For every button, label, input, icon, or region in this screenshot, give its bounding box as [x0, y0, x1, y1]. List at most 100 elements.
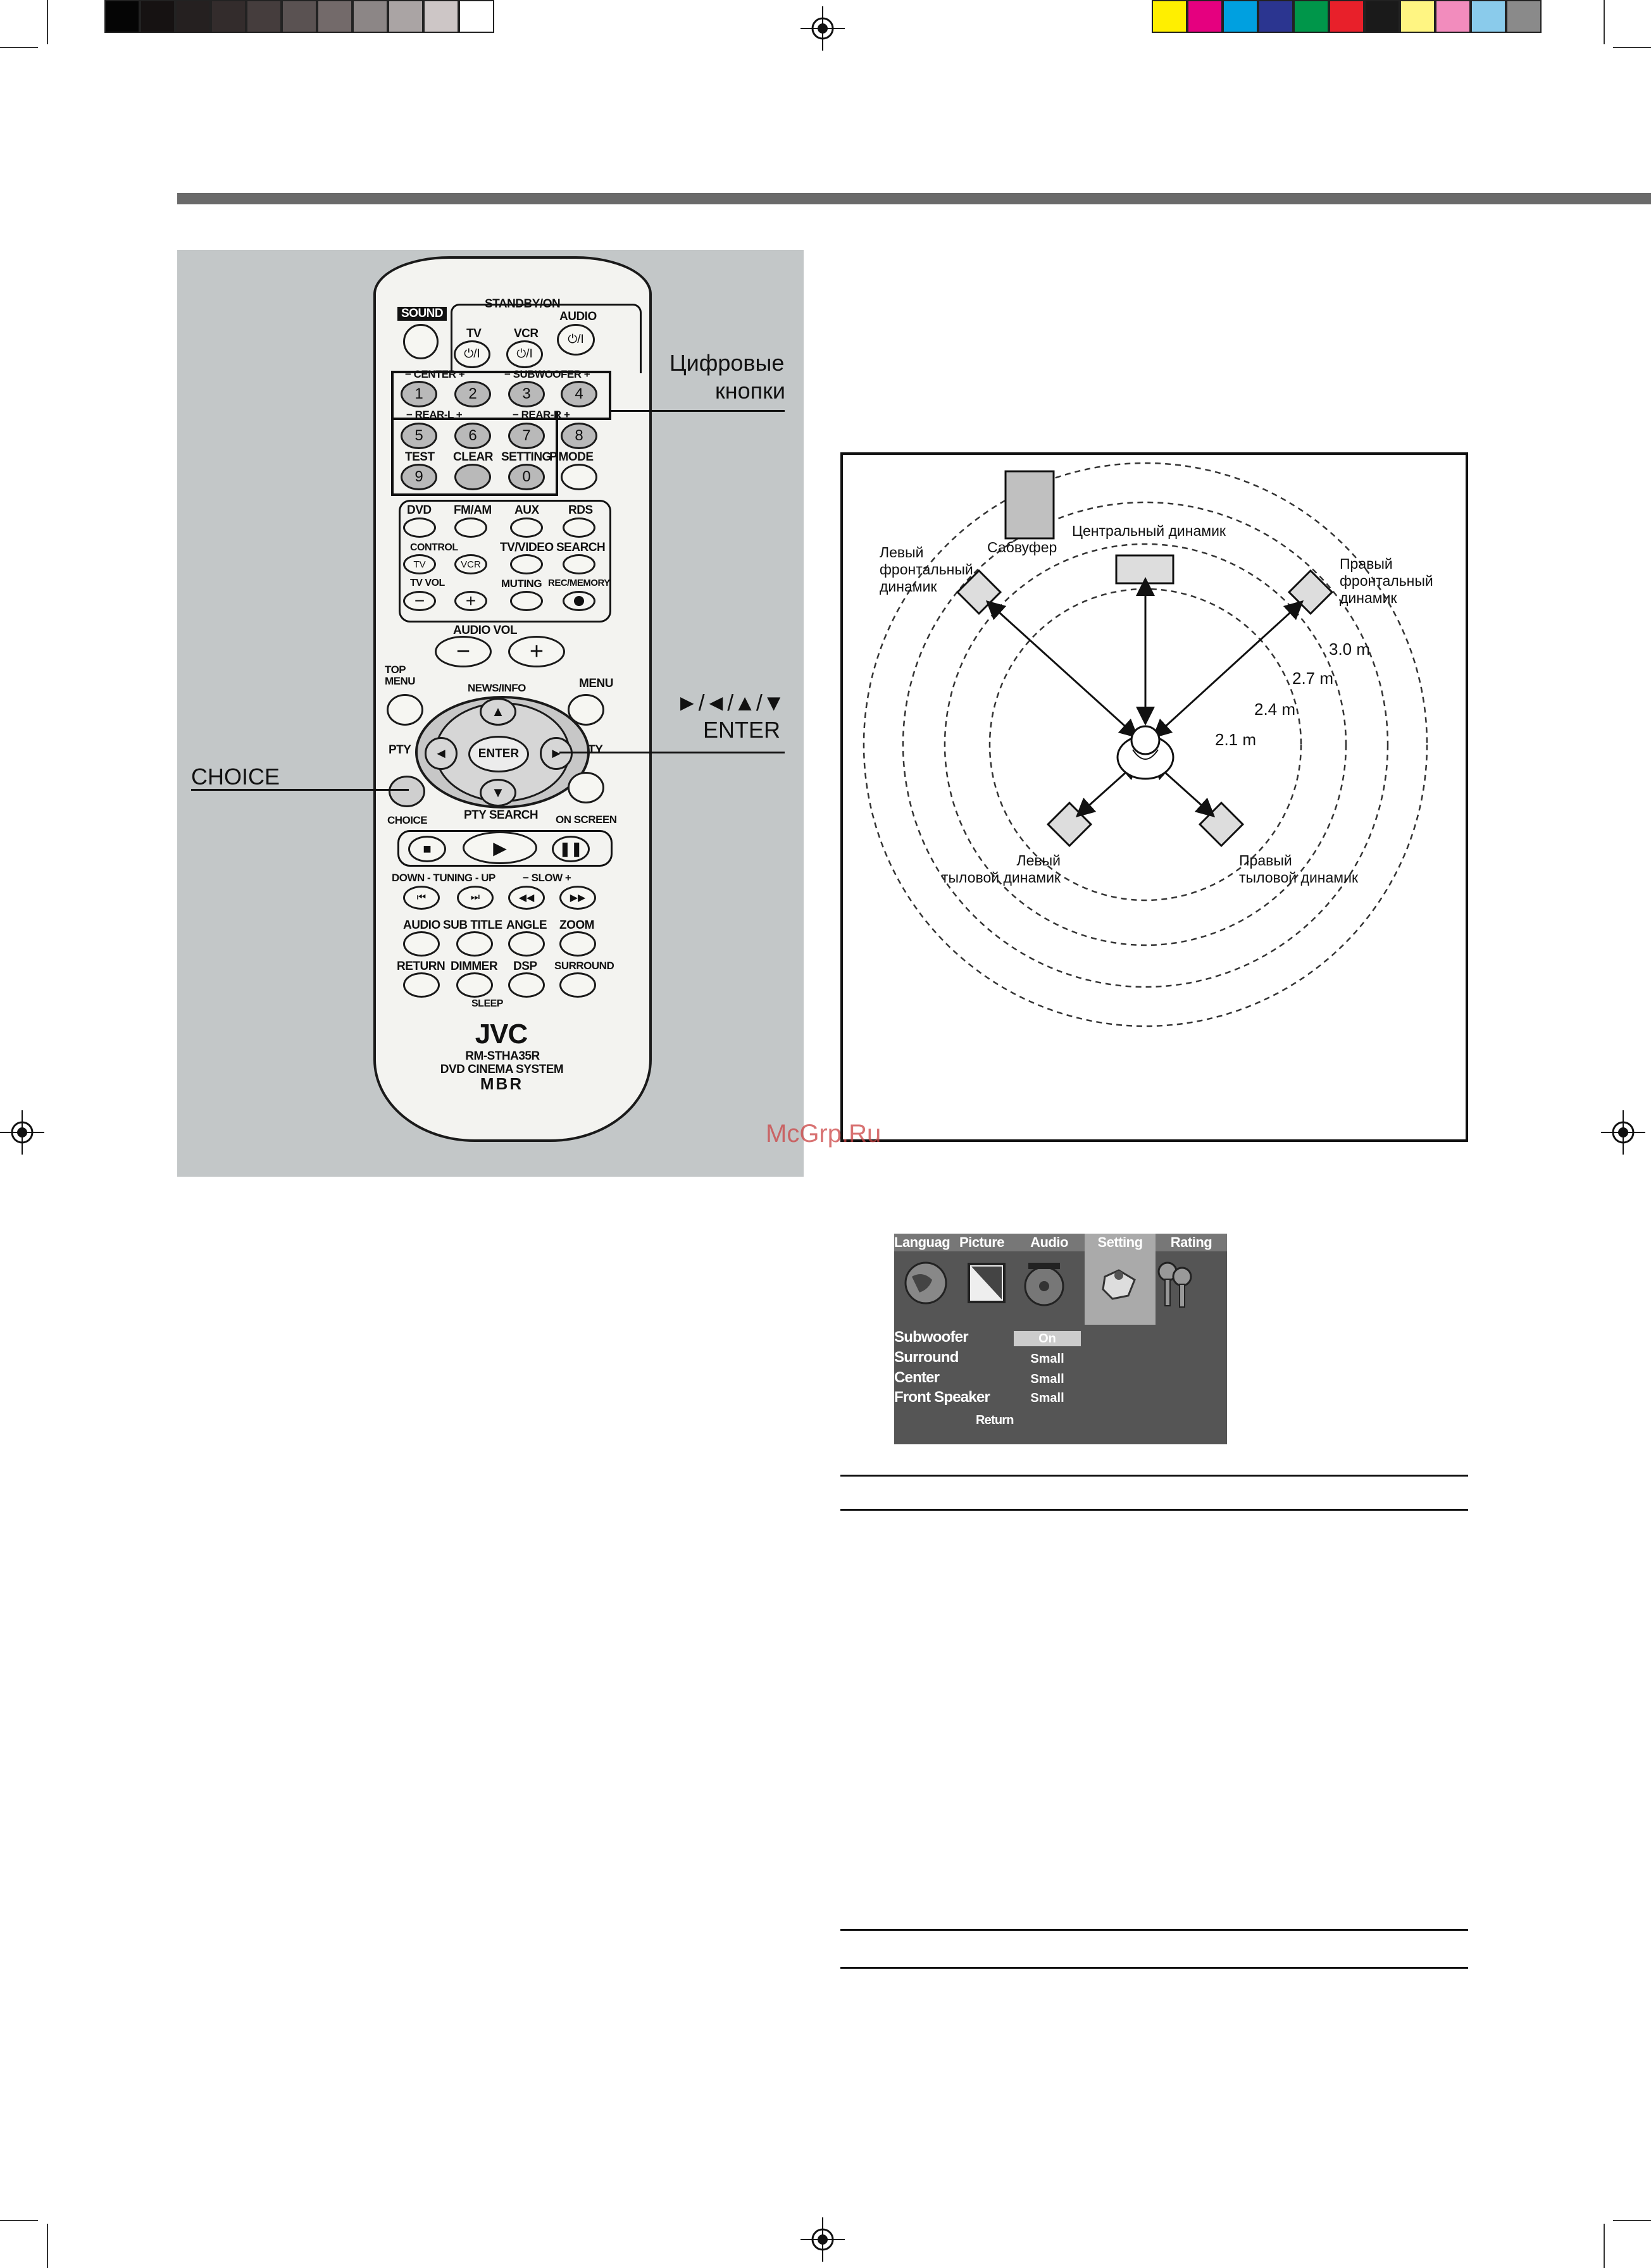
digit-group-frame-top — [391, 371, 611, 420]
registration-mark-left — [0, 1110, 44, 1155]
mbr-logo: MBR — [480, 1074, 524, 1093]
vcr-power-button[interactable]: ⏻/I — [506, 340, 543, 368]
fm-am-label: FM/AM — [454, 504, 492, 517]
p-mode-button[interactable] — [561, 464, 597, 490]
front-left-label-line1: Левый — [880, 544, 924, 561]
digit-8-button[interactable]: 8 — [561, 423, 597, 449]
rear-right-label-line1: Правый — [1239, 852, 1292, 869]
audio-vol-label: AUDIO VOL — [453, 624, 518, 637]
center-value[interactable]: Small — [1030, 1372, 1064, 1386]
down-arrow-button[interactable]: ▼ — [480, 779, 516, 807]
tab-language[interactable]: Language — [894, 1234, 957, 1251]
angle-button[interactable] — [508, 931, 545, 957]
tv-vol-down-button[interactable]: − — [403, 591, 436, 611]
pty-search-label: PTY SEARCH — [464, 809, 539, 822]
audio-button[interactable] — [403, 931, 440, 957]
zoom-button[interactable] — [559, 931, 596, 957]
tab-setting[interactable]: Setting — [1085, 1234, 1156, 1251]
digit-7-button[interactable]: 7 — [508, 423, 545, 449]
sound-button[interactable] — [403, 324, 439, 359]
audio-power-button[interactable]: ⏻/I — [557, 324, 595, 356]
tv-vol-label: TV VOL — [410, 578, 445, 588]
top-menu-button[interactable] — [387, 694, 423, 726]
muting-label: MUTING — [501, 578, 542, 590]
stop-button[interactable]: ■ — [408, 836, 446, 862]
tv-vol-up-button[interactable]: + — [454, 591, 487, 611]
front-speaker-value[interactable]: Small — [1030, 1391, 1064, 1405]
aux-button[interactable] — [510, 517, 543, 538]
slow-forward-button[interactable]: ▶▶ — [559, 886, 596, 910]
on-screen-button[interactable] — [568, 772, 604, 803]
surround-button[interactable] — [559, 972, 596, 998]
audio-vol-up-button[interactable]: + — [508, 636, 565, 667]
choice-button[interactable] — [389, 776, 425, 807]
pty-left-label: PTY — [389, 743, 411, 757]
audio-vol-down-button[interactable]: − — [435, 636, 492, 667]
clear-button[interactable] — [454, 464, 491, 490]
left-arrow-button[interactable]: ◄ — [425, 737, 458, 770]
next-track-button[interactable]: ⏭ — [457, 886, 494, 910]
dvd-button[interactable] — [403, 517, 436, 538]
digit-9-button[interactable]: 9 — [401, 464, 437, 490]
digit-0-button[interactable]: 0 — [508, 464, 545, 490]
search-button[interactable] — [563, 554, 595, 574]
vcr-control-button[interactable]: VCR — [454, 554, 487, 574]
digit-6-button[interactable]: 6 — [454, 423, 491, 449]
digit-4-button[interactable]: 4 — [561, 381, 597, 407]
tv-control-button[interactable]: TV — [403, 554, 436, 574]
play-button[interactable]: ▶ — [463, 831, 537, 864]
digit-5-button[interactable]: 5 — [401, 423, 437, 449]
source-section-frame — [399, 500, 611, 623]
dimmer-button[interactable] — [456, 972, 493, 998]
gray-swatch — [423, 0, 459, 33]
test-label: TEST — [405, 450, 435, 464]
p-mode-label: P.MODE — [549, 450, 594, 464]
rds-button[interactable] — [563, 517, 595, 538]
enter-button[interactable]: ENTER — [468, 736, 529, 772]
digit-2-button[interactable]: 2 — [454, 381, 491, 407]
tab-rating[interactable]: Rating — [1156, 1234, 1227, 1251]
front-right-label: Правый фронтальный динамик — [1340, 555, 1433, 607]
search-label: SEARCH — [556, 541, 606, 554]
right-arrow-button[interactable]: ► — [540, 737, 573, 770]
surround-label: SURROUND — [554, 960, 614, 972]
subtitle-label: SUB TITLE — [443, 919, 502, 932]
section-rule-4 — [840, 1967, 1468, 1969]
front-right-label-line3: динамик — [1340, 590, 1397, 606]
model-number: RM-STHA35R — [465, 1050, 540, 1063]
dsp-button[interactable] — [508, 972, 545, 998]
pause-button[interactable]: ❚❚ — [552, 836, 590, 862]
digit-buttons-callout-line1: Цифровые — [670, 350, 785, 376]
return-menu-item[interactable]: Return — [976, 1413, 1014, 1427]
fm-am-button[interactable] — [454, 517, 487, 538]
gray-swatch — [211, 0, 246, 33]
return-button[interactable] — [403, 972, 440, 998]
center-setting-label: Center — [894, 1369, 940, 1386]
previous-track-button[interactable]: ⏮ — [403, 886, 440, 910]
color-swatch — [1471, 0, 1506, 33]
rds-label: RDS — [568, 504, 593, 517]
digit-3-button[interactable]: 3 — [508, 381, 545, 407]
gray-swatch — [388, 0, 423, 33]
gray-swatch — [317, 0, 352, 33]
watermark: McGrp.Ru — [766, 1120, 882, 1148]
gray-swatch — [352, 0, 388, 33]
muting-button[interactable] — [510, 591, 543, 611]
news-info-label: NEWS/INFO — [468, 682, 526, 694]
slow-rewind-button[interactable]: ◀◀ — [508, 886, 545, 910]
tab-audio[interactable]: Audio — [1014, 1234, 1085, 1251]
digit-1-button[interactable]: 1 — [401, 381, 437, 407]
color-swatch — [1364, 0, 1400, 33]
front-left-label-line2: фронтальный — [880, 561, 973, 578]
subwoofer-value[interactable]: On — [1014, 1331, 1081, 1346]
tv-power-button[interactable]: ⏻/I — [454, 340, 490, 368]
up-arrow-button[interactable]: ▲ — [480, 698, 516, 726]
surround-value[interactable]: Small — [1030, 1352, 1064, 1366]
gray-swatch — [104, 0, 140, 33]
registration-mark-bottom — [801, 2217, 845, 2262]
rec-memory-button[interactable] — [563, 591, 595, 611]
subtitle-button[interactable] — [456, 931, 493, 957]
tv-video-button[interactable] — [510, 554, 543, 574]
tab-picture[interactable]: Picture — [950, 1234, 1014, 1251]
return-label: RETURN — [397, 960, 445, 973]
